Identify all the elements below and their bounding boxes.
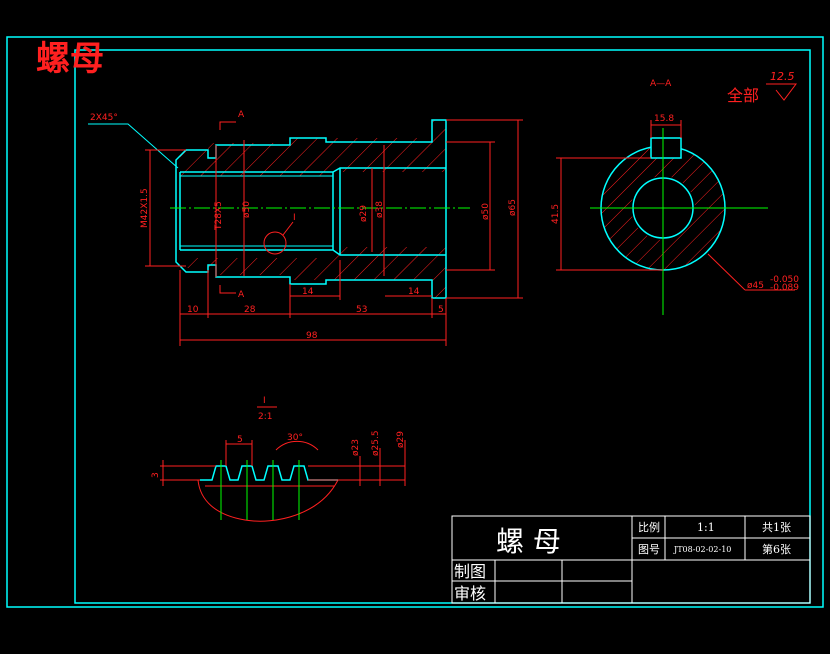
bore-outline	[179, 167, 446, 256]
dim-bore: ø45	[747, 281, 764, 291]
inner-border	[74, 49, 811, 604]
dim-d25-5: ø25.5	[371, 430, 381, 456]
dim-d50-left: ø50	[242, 201, 252, 218]
section-view: A—A 全部 12.5 15.8 41.5 ø45 -0.050 -0.089	[551, 70, 799, 315]
dim-5: 5	[438, 305, 444, 315]
dim-10: 10	[187, 305, 199, 315]
title-block	[451, 515, 811, 604]
dim-53: 53	[356, 305, 367, 315]
dim-14a: 14	[302, 287, 314, 297]
section-hatch-bottom	[180, 247, 446, 298]
detail-circle	[263, 231, 287, 255]
horizontal-dimensions	[179, 260, 447, 346]
dim-d29: ø29	[359, 205, 369, 222]
drawing-no-label: 图号	[638, 543, 660, 556]
detail-view: I 2:1 5 30° 3 ø23	[151, 396, 406, 522]
drawing-no: JT08-02-02-10	[673, 545, 731, 554]
sheets-total: 共1张	[762, 521, 791, 534]
section-dimensions	[556, 120, 795, 291]
dim-d29-detail: ø29	[396, 431, 406, 448]
scale-value: 1:1	[697, 521, 715, 534]
chamfer-note: 2X45°	[90, 113, 118, 123]
dim-14b: 14	[408, 287, 420, 297]
main-view: I 2X45° A A M42X1.5 T28X5 ø50 ø29	[88, 110, 523, 346]
tolerance-lower: -0.089	[770, 283, 799, 293]
dim-98: 98	[306, 331, 318, 341]
detail-break-outline	[197, 479, 339, 522]
part-name: 螺 母	[496, 525, 561, 558]
dim-thread-m: M42X1.5	[140, 188, 150, 228]
dim-depth: 3	[151, 472, 161, 478]
dim-d65: ø65	[508, 199, 518, 216]
roughness-note: 全部	[727, 86, 759, 105]
keyway-slot	[650, 137, 682, 159]
section-mark-top-line	[219, 121, 236, 130]
ring-hatch	[601, 146, 725, 270]
detail-center-lines	[220, 460, 300, 520]
section-view-label: A—A	[650, 79, 672, 89]
sheet-no: 第6张	[762, 542, 791, 556]
detail-leader	[282, 221, 294, 236]
title-stamp: 螺母	[36, 39, 104, 79]
dim-thread-tr: T28X5	[214, 201, 224, 231]
dim-pitch: 5	[237, 435, 243, 445]
section-hatch-top	[180, 120, 446, 176]
detail-thread-profile	[200, 465, 338, 481]
detail-label: I	[263, 396, 266, 406]
section-mark-bottom: A	[238, 290, 245, 300]
scale-label: 比例	[638, 520, 660, 534]
dim-angle: 30°	[287, 433, 303, 443]
dim-d23: ø23	[351, 439, 361, 456]
drawn-label: 制图	[454, 562, 486, 581]
dim-d50-right: ø50	[481, 203, 491, 220]
vertical-dimensions	[145, 119, 523, 299]
dim-28: 28	[244, 305, 256, 315]
outer-border	[6, 36, 824, 608]
section-mark-bottom-line	[219, 285, 236, 294]
chamfer-leader	[88, 123, 179, 169]
dim-d38: ø38	[375, 201, 385, 218]
roughness-symbol	[766, 83, 797, 101]
tolerance-upper: -0.050	[770, 275, 799, 285]
dim-slot-width: 15.8	[654, 114, 674, 124]
detail-mark: I	[293, 213, 296, 223]
checked-label: 审核	[454, 584, 486, 603]
detail-dimensions	[160, 440, 406, 486]
dim-height: 41.5	[551, 204, 561, 224]
section-mark-top: A	[238, 110, 245, 120]
detail-scale: 2:1	[258, 412, 272, 422]
roughness-value: 12.5	[770, 70, 795, 83]
